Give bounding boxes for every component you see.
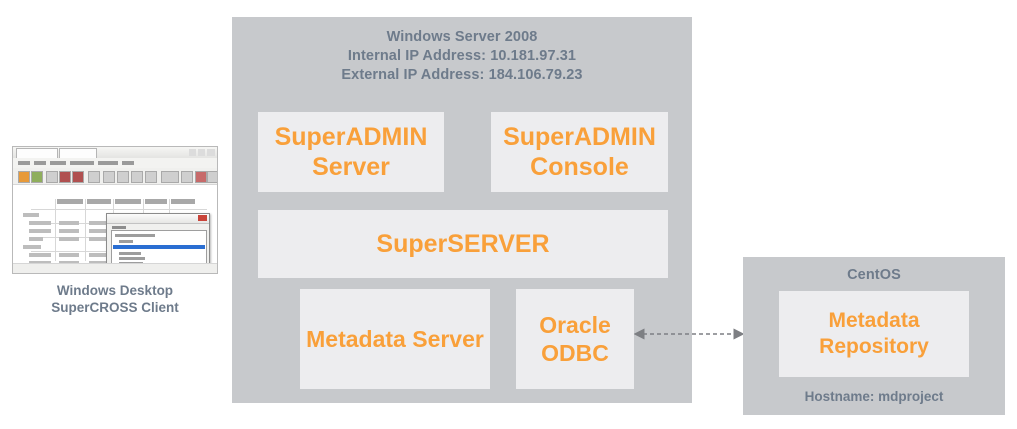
centos-container: CentOS Metadata Repository Hostname: mdp…	[743, 257, 1005, 415]
windows-server-title-line1: Windows Server 2008	[386, 29, 538, 45]
windows-server-title-line3: External IP Address: 184.106.79.23	[341, 67, 583, 83]
client-caption-line2: SuperCROSS Client	[51, 300, 179, 315]
screenshot-window-buttons	[189, 149, 215, 156]
superadmin-server-line2: Server	[312, 153, 390, 181]
metadata-repository-line1: Metadata	[828, 309, 920, 333]
client-caption: Windows Desktop SuperCROSS Client	[12, 282, 218, 316]
component-oracle-odbc[interactable]: Oracle ODBC	[516, 289, 634, 389]
superadmin-server-line1: SuperADMIN	[274, 122, 428, 151]
superadmin-console-line1: SuperADMIN	[503, 122, 656, 151]
windows-server-title: Windows Server 2008 Internal IP Address:…	[232, 17, 692, 85]
centos-hostname: Hostname: mdproject	[804, 389, 944, 404]
windows-server-container: Windows Server 2008 Internal IP Address:…	[232, 17, 692, 403]
component-metadata-server[interactable]: Metadata Server	[300, 289, 490, 389]
component-superserver[interactable]: SuperSERVER	[258, 210, 668, 278]
metadata-repository-line2: Repository	[819, 335, 929, 358]
screenshot-toolbar	[13, 168, 217, 185]
screenshot-worksheet	[13, 185, 217, 273]
component-metadata-repository[interactable]: Metadata Repository	[779, 291, 969, 377]
metadata-server-label: Metadata Server	[306, 325, 484, 352]
component-superadmin-console[interactable]: SuperADMIN Console	[491, 112, 668, 192]
screenshot-tab-2	[59, 148, 97, 158]
centos-title: CentOS	[847, 267, 901, 283]
windows-desktop-client: Windows Desktop SuperCROSS Client	[12, 146, 218, 316]
client-caption-line1: Windows Desktop	[56, 283, 174, 298]
screenshot-statusbar	[13, 263, 217, 273]
superserver-label: SuperSERVER	[376, 229, 550, 258]
dialog-titlebar	[107, 214, 209, 224]
oracle-odbc-line2: ODBC	[541, 340, 609, 366]
windows-server-title-line2: Internal IP Address: 10.181.97.31	[347, 48, 577, 64]
superadmin-console-line2: Console	[530, 153, 629, 181]
oracle-odbc-line1: Oracle	[539, 311, 611, 338]
supercross-client-screenshot	[12, 146, 218, 274]
odbc-to-repository-connector	[633, 327, 745, 341]
bidirectional-dashed-arrow-icon	[633, 328, 745, 340]
dialog-close-icon	[198, 215, 207, 221]
component-superadmin-server[interactable]: SuperADMIN Server	[258, 112, 444, 192]
screenshot-tab-1	[16, 148, 58, 158]
